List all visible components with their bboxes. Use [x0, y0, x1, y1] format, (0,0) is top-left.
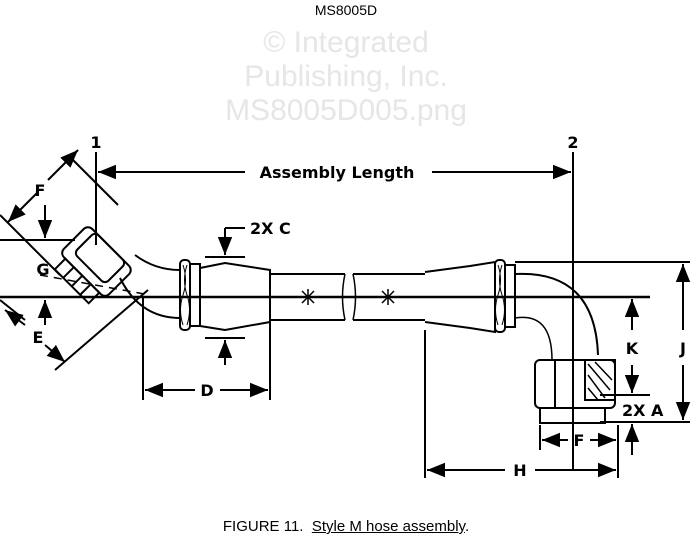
hose-twist-mark: [301, 289, 315, 305]
left-sleeve: [199, 261, 271, 332]
left-elbow-lower: [119, 277, 181, 319]
dim-e-label: E: [33, 328, 44, 347]
hose-twist-mark: [381, 289, 395, 305]
point-2-label: 2: [567, 133, 578, 152]
watermark-line: © Integrated: [263, 26, 429, 59]
right-nut-base: [539, 407, 606, 424]
watermark-line: Publishing, Inc.: [244, 60, 447, 93]
dim-h-label: H: [513, 461, 526, 480]
right-elbow-inner: [514, 316, 553, 361]
dim-g-label: G: [36, 260, 49, 279]
assembly-length-label: Assembly Length: [260, 163, 415, 182]
caption-end: .: [464, 518, 470, 535]
left-45-fitting: [53, 226, 132, 305]
figure-title: Style M hose assembly: [311, 518, 465, 535]
watermark-line: MS8005D005.png: [225, 94, 467, 127]
figure-number: FIGURE 11.: [222, 518, 304, 535]
dim-f-right-label: F: [574, 431, 585, 450]
watermark: © Integrated Publishing, Inc. MS8005D005…: [225, 26, 467, 127]
dim-a-label: 2X A: [622, 401, 664, 420]
dim-c-label: 2X C: [250, 219, 291, 238]
left-elbow-upper: [134, 254, 181, 271]
figure-caption: FIGURE 11. Style M hose assembly.: [0, 518, 692, 535]
dim-d-label: D: [200, 381, 213, 400]
dim-k-label: K: [626, 339, 639, 358]
dim-f-left-label: F: [35, 181, 46, 200]
document-id: MS8005D: [314, 2, 378, 18]
point-1-label: 1: [90, 133, 101, 152]
right-elbow-outer: [514, 272, 599, 356]
dim-j-label: J: [679, 339, 686, 358]
